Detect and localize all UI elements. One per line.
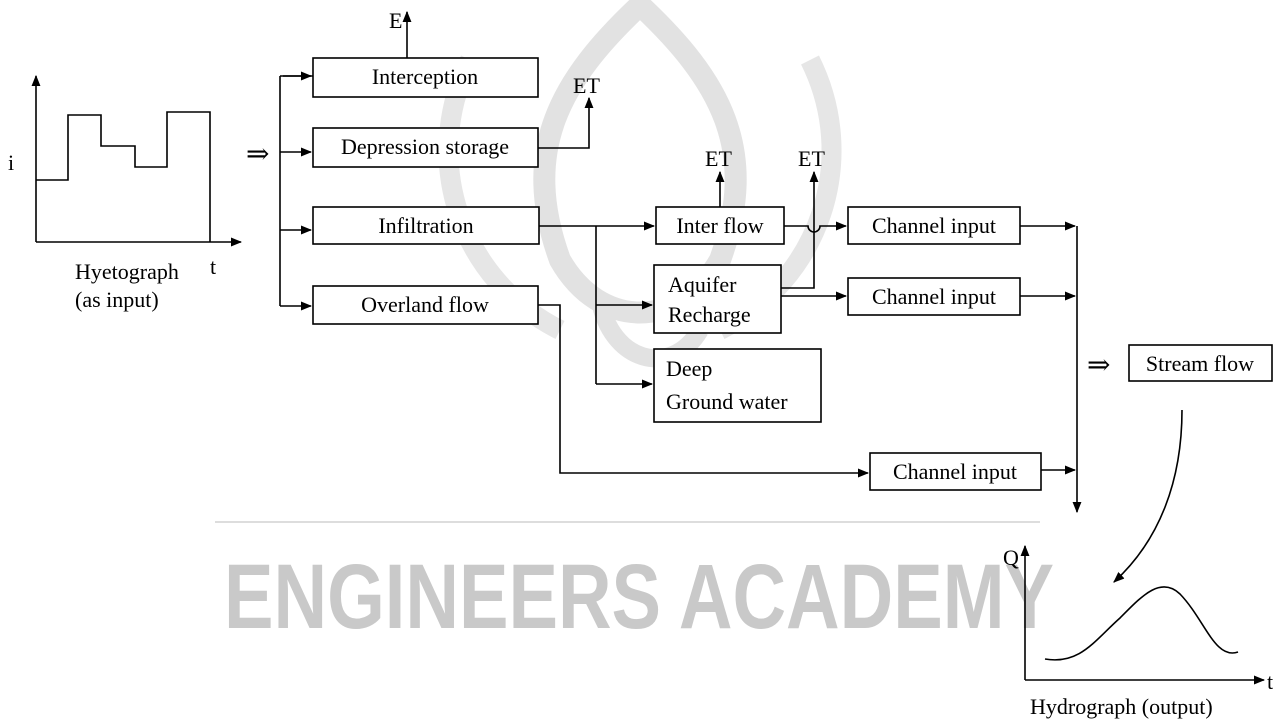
inter-flow-label: Inter flow <box>676 213 763 238</box>
overland-to-channel-arrow <box>538 304 870 478</box>
channel-input-box-3: Channel input <box>869 452 1042 491</box>
hyetograph-x-label: t <box>210 254 216 279</box>
depression-storage-label: Depression storage <box>341 134 509 159</box>
overland-flow-box: Overland flow <box>312 285 539 325</box>
infiltration-box: Infiltration <box>312 206 540 245</box>
channel-input-label-1: Channel input <box>872 213 996 238</box>
watermark: ENGINEERS ACADEMY <box>215 0 1054 648</box>
infiltration-label: Infiltration <box>378 213 473 238</box>
aquifer-recharge-label: Aquifer <box>668 272 737 297</box>
interception-label: Interception <box>372 64 478 89</box>
channel-collector <box>1020 221 1082 514</box>
hydrograph-y-label: Q <box>1003 545 1019 570</box>
hydrograph: Q t Hydrograph (output) <box>1003 544 1273 719</box>
aquifer-recharge-label-line2: Recharge <box>668 302 751 327</box>
channel-input-box-2: Channel input <box>847 277 1021 316</box>
channel-input-label-2: Channel input <box>872 284 996 309</box>
hyetograph: i t Hyetograph (as input) <box>8 74 243 312</box>
et-interflow-label: ET <box>705 146 732 171</box>
channel-input-box-1: Channel input <box>847 206 1021 245</box>
overland-flow-label: Overland flow <box>361 292 489 317</box>
hyetograph-caption: Hyetograph <box>75 259 179 284</box>
stream-flow-box: Stream flow <box>1128 344 1273 382</box>
deep-ground-water-label: Deep <box>666 356 712 381</box>
deep-ground-water-label-line2: Ground water <box>666 389 788 414</box>
channel-input-label-3: Channel input <box>893 459 1017 484</box>
aquifer-recharge-box: Aquifer Recharge <box>653 264 782 334</box>
hydrograph-curve <box>1044 586 1239 661</box>
implies-arrow-stream: ⇒ <box>1087 350 1110 381</box>
hyetograph-y-label: i <box>8 150 14 175</box>
et-depression-arrow <box>538 96 594 149</box>
deep-ground-water-box: Deep Ground water <box>653 348 822 423</box>
et-aquifer-arrow <box>781 170 819 289</box>
stream-to-hydrograph-arrow <box>1113 409 1183 583</box>
et-depression-label: ET <box>573 73 600 98</box>
inter-flow-box: Inter flow <box>655 206 785 245</box>
depression-storage-box: Depression storage <box>312 127 539 168</box>
interception-box: Interception <box>312 57 539 98</box>
hyetograph-step-curve <box>36 111 211 242</box>
stream-flow-label: Stream flow <box>1146 351 1254 376</box>
hyetograph-caption-sub: (as input) <box>75 287 159 312</box>
et-aquifer-label: ET <box>798 146 825 171</box>
hydrograph-caption: Hydrograph (output) <box>1030 694 1213 719</box>
hydrograph-x-label: t <box>1267 669 1273 694</box>
watermark-text: ENGINEERS ACADEMY <box>224 546 1054 648</box>
infiltration-branches <box>539 221 656 389</box>
input-distribution <box>279 71 313 311</box>
implies-arrow-input: ⇒ <box>246 139 269 170</box>
evaporation-label: E <box>389 8 402 33</box>
